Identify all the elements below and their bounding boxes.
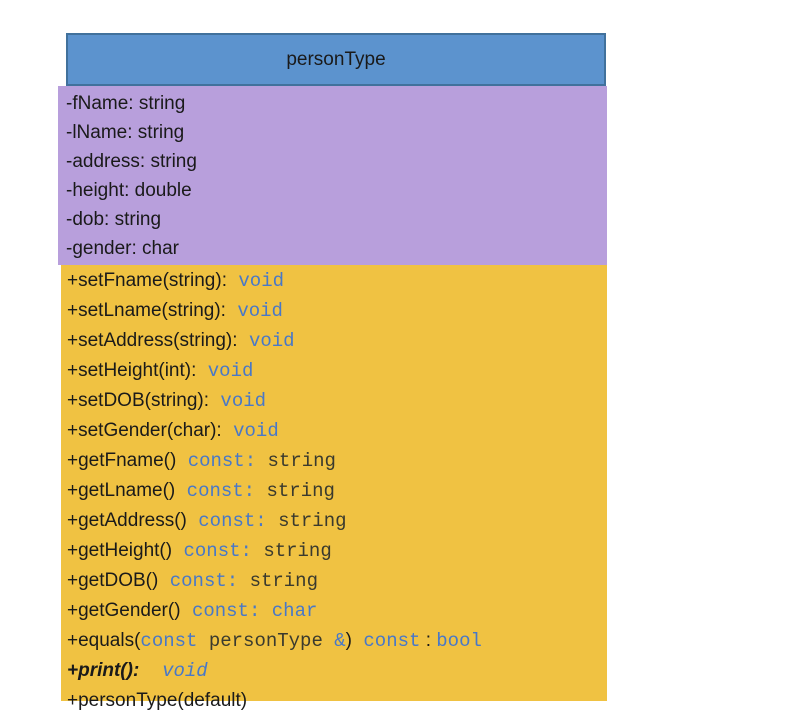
method-segment: +personType(default)	[67, 690, 248, 711]
attribute-row: -gender: char	[66, 238, 180, 259]
class-title: personType	[286, 48, 386, 70]
attribute-row: -lName: string	[66, 122, 185, 143]
method-segment: const	[140, 630, 198, 652]
method-row: +getAddress() const: string	[67, 506, 607, 536]
method-segment: void	[221, 420, 279, 442]
method-segment: +setFname(string):	[67, 270, 227, 291]
method-row: +getHeight() const: string	[67, 536, 607, 566]
method-row: +getDOB() const: string	[67, 566, 607, 596]
method-row: +getFname() const: string	[67, 446, 607, 476]
method-segment: +getFname()	[67, 450, 177, 471]
method-segment: +print():	[67, 660, 140, 681]
method-segment: void	[196, 360, 254, 382]
method-segment: +getDOB()	[67, 570, 159, 591]
method-segment: string	[267, 450, 336, 472]
method-row: +equals(const personType &) const : bool	[67, 626, 607, 656]
method-segment: const:	[186, 510, 279, 532]
method-segment: string	[278, 510, 347, 532]
attribute-row: -height: double	[66, 180, 192, 201]
method-row: +setHeight(int): void	[67, 356, 607, 386]
method-segment: const: char	[180, 600, 318, 622]
attribute-row: -fName: string	[66, 93, 186, 114]
method-segment: string	[266, 480, 335, 502]
method-segment: void	[209, 390, 267, 412]
attribute-row: -address: string	[66, 151, 197, 172]
method-segment: +setLname(string):	[67, 300, 226, 321]
method-segment: personType	[197, 630, 335, 652]
method-segment: const	[352, 630, 421, 652]
method-row: +setGender(char): void	[67, 416, 607, 446]
attributes-section: -fName: string -lName: string -address: st…	[58, 86, 607, 265]
method-segment: const:	[172, 540, 264, 562]
method-segment: const:	[176, 450, 268, 472]
method-row: +getLname() const: string	[67, 476, 607, 506]
method-segment: void	[225, 300, 283, 322]
method-segment: +equals(	[67, 630, 141, 651]
method-row: +setFname(string): void	[67, 266, 607, 296]
method-segment: +getGender()	[67, 600, 181, 621]
method-row: +getGender() const: char	[67, 596, 607, 626]
method-row: +setAddress(string): void	[67, 326, 607, 356]
methods-section: +setFname(string): void+setLname(string)…	[61, 265, 607, 711]
method-segment: +setGender(char):	[67, 420, 222, 441]
method-segment: +getAddress()	[67, 510, 187, 531]
method-segment: void	[139, 660, 208, 682]
method-segment: const:	[158, 570, 250, 592]
method-segment: &	[334, 630, 346, 652]
method-segment: +getHeight()	[67, 540, 173, 561]
method-segment: string	[263, 540, 332, 562]
attribute-row: -dob: string	[66, 209, 162, 230]
class-header: personType	[66, 33, 606, 86]
method-row: +print(): void	[67, 656, 607, 686]
method-segment: void	[237, 330, 295, 352]
method-segment: string	[249, 570, 318, 592]
method-segment: :	[420, 630, 437, 651]
method-segment: +getLname()	[67, 480, 176, 501]
method-segment: +setAddress(string):	[67, 330, 238, 351]
method-row: +setDOB(string): void	[67, 386, 607, 416]
method-row: +personType(default)	[67, 686, 607, 715]
method-segment: bool	[436, 630, 482, 652]
method-row: +setLname(string): void	[67, 296, 607, 326]
method-segment: +setDOB(string):	[67, 390, 210, 411]
method-segment: )	[345, 630, 352, 651]
method-segment: +setHeight(int):	[67, 360, 197, 381]
method-segment: const:	[175, 480, 267, 502]
method-segment: void	[226, 270, 284, 292]
